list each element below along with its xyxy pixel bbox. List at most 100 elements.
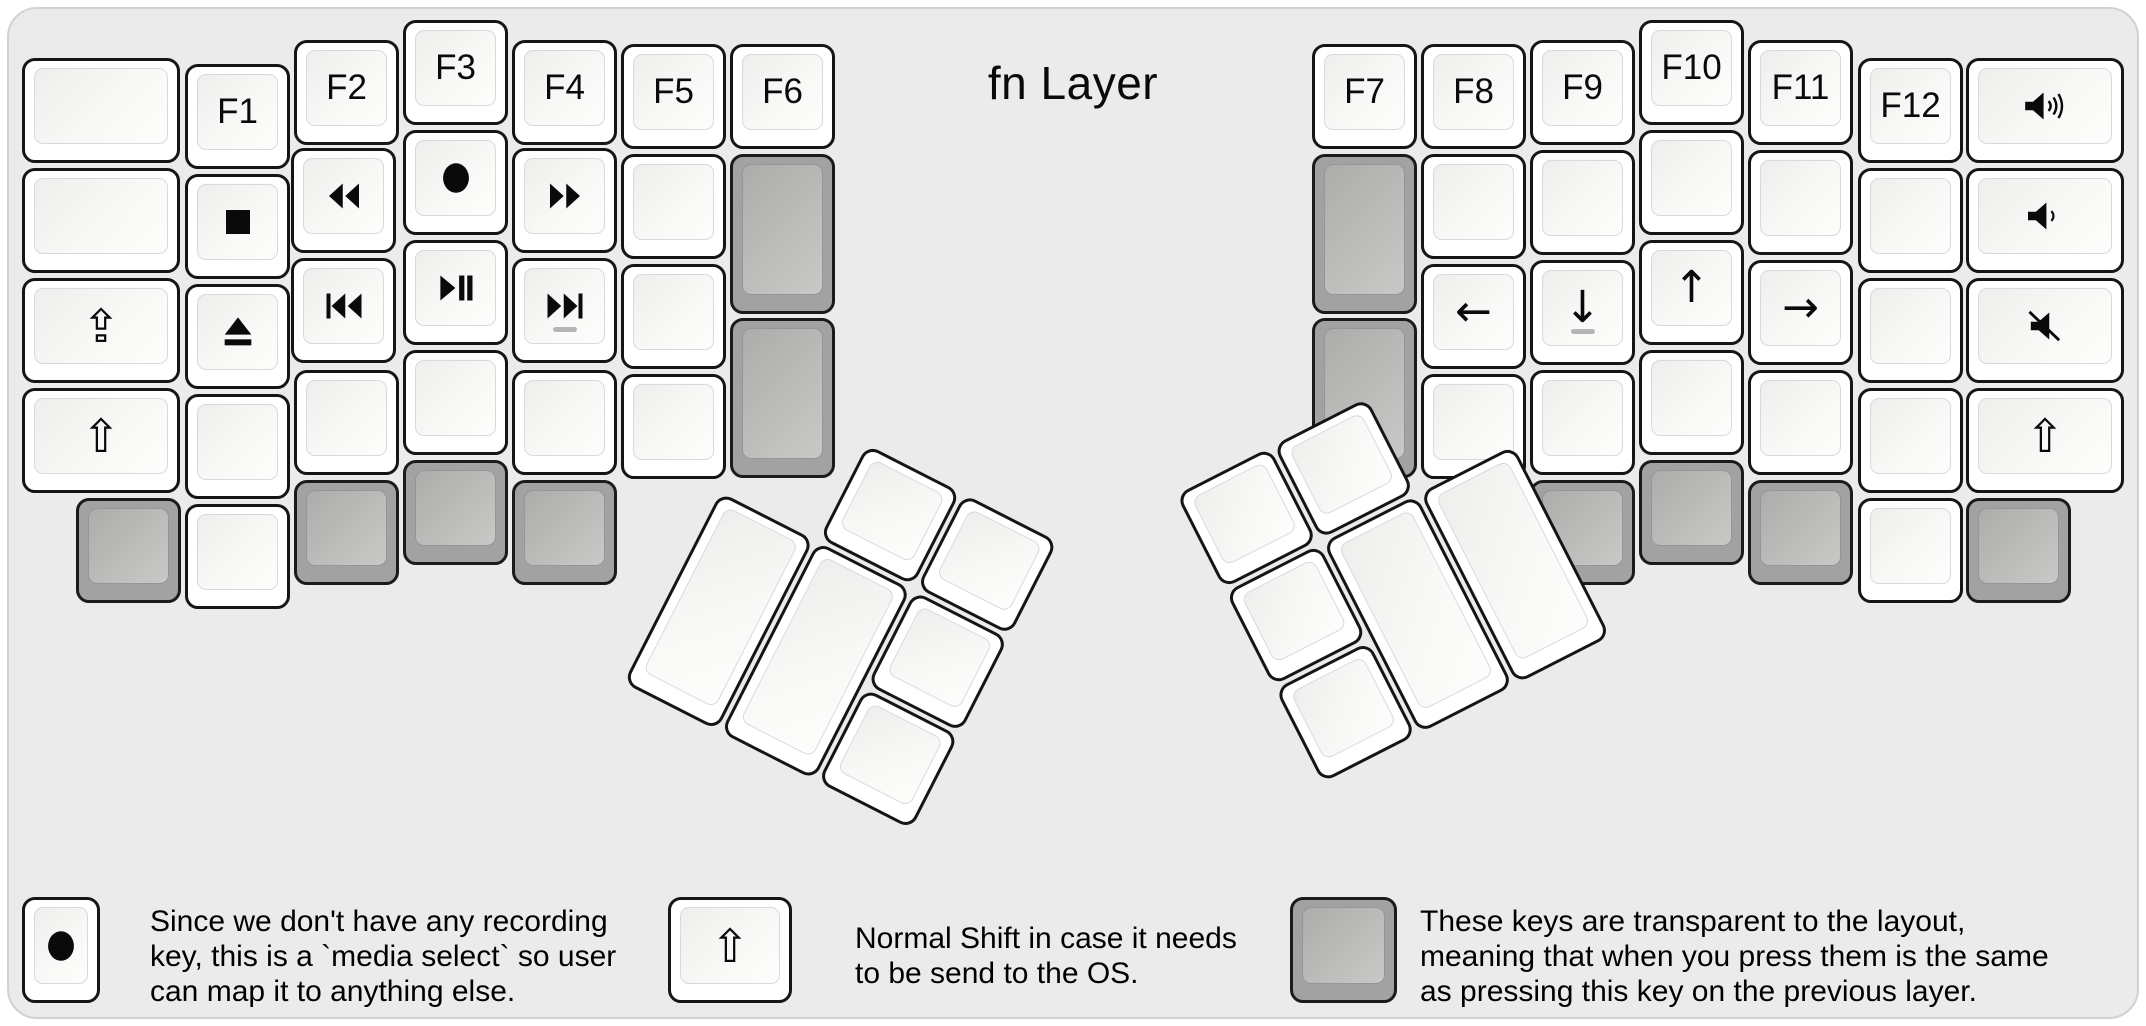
key-blank-l2[interactable] bbox=[22, 168, 180, 273]
keytop bbox=[1978, 178, 2112, 254]
key-blank-r5[interactable] bbox=[1858, 168, 1963, 273]
key-blank-r12[interactable] bbox=[1858, 498, 1963, 603]
key-transparent-l3[interactable] bbox=[76, 498, 181, 603]
keytop: ↓ bbox=[1542, 270, 1623, 346]
key-f11[interactable]: F11 bbox=[1748, 40, 1853, 145]
keytop: F9 bbox=[1542, 50, 1623, 126]
key-f3[interactable]: F3 bbox=[403, 20, 508, 125]
key-f1[interactable]: F1 bbox=[185, 64, 290, 169]
key-blank-l8[interactable] bbox=[512, 370, 617, 475]
key-shift-left[interactable]: ⇧ bbox=[22, 388, 180, 493]
key-eject[interactable] bbox=[185, 284, 290, 389]
key-blank-r10[interactable] bbox=[1748, 370, 1853, 475]
key-blank-l1[interactable] bbox=[22, 58, 180, 163]
key-mute[interactable] bbox=[1966, 278, 2124, 383]
key-blank-r1[interactable] bbox=[1421, 154, 1526, 259]
key-blank-r6[interactable] bbox=[1858, 278, 1963, 383]
key-f12[interactable]: F12 bbox=[1858, 58, 1963, 163]
legend-shift-key-label: ⇧ bbox=[710, 918, 750, 973]
keytop: ↑ bbox=[1651, 250, 1732, 326]
key-blank-r3[interactable] bbox=[1639, 130, 1744, 235]
keytop bbox=[633, 384, 714, 460]
key-f5[interactable]: F5 bbox=[621, 44, 726, 149]
key-transparent-l4[interactable] bbox=[294, 480, 399, 585]
key-next-track[interactable] bbox=[512, 258, 617, 363]
key-blank-r2[interactable] bbox=[1530, 150, 1635, 255]
key-arrow-left[interactable]: ← bbox=[1421, 264, 1526, 369]
keytop bbox=[306, 380, 387, 456]
keytop: → bbox=[1760, 270, 1841, 346]
key-legend-transparent-key bbox=[1290, 897, 1397, 1003]
legend-line: to be send to the OS. bbox=[855, 957, 1139, 990]
key-play-pause[interactable] bbox=[403, 240, 508, 345]
key-shift-right[interactable]: ⇧ bbox=[1966, 388, 2124, 493]
keytop bbox=[1651, 140, 1732, 216]
f10-label: F10 bbox=[1661, 48, 1722, 87]
key-f10[interactable]: F10 bbox=[1639, 20, 1744, 125]
homing-bar bbox=[552, 327, 577, 332]
keytop bbox=[1302, 907, 1385, 984]
key-caps-lock[interactable]: ⇪ bbox=[22, 278, 180, 383]
key-fast-forward[interactable] bbox=[512, 148, 617, 253]
key-transparent-r5[interactable] bbox=[1748, 480, 1853, 585]
key-blank-l9[interactable] bbox=[621, 374, 726, 479]
keytop bbox=[524, 490, 605, 566]
f7-label: F7 bbox=[1344, 72, 1385, 111]
key-blank-l4[interactable] bbox=[621, 264, 726, 369]
key-transparent-l1[interactable] bbox=[730, 154, 835, 314]
key-f2[interactable]: F2 bbox=[294, 40, 399, 145]
key-blank-l3[interactable] bbox=[621, 154, 726, 259]
f11-label: F11 bbox=[1771, 68, 1830, 107]
keytop bbox=[742, 164, 823, 295]
key-transparent-l5[interactable] bbox=[403, 460, 508, 565]
key-blank-r4[interactable] bbox=[1748, 150, 1853, 255]
keytop: F12 bbox=[1870, 68, 1951, 144]
key-arrow-right[interactable]: → bbox=[1748, 260, 1853, 365]
keytop bbox=[1433, 164, 1514, 240]
key-volume-up[interactable] bbox=[1966, 58, 2124, 163]
key-f9[interactable]: F9 bbox=[1530, 40, 1635, 145]
key-rewind[interactable] bbox=[291, 148, 396, 253]
key-transparent-l2[interactable] bbox=[730, 318, 835, 478]
key-blank-l6[interactable] bbox=[294, 370, 399, 475]
key-blank-l10[interactable] bbox=[185, 504, 290, 609]
keytop: F5 bbox=[633, 54, 714, 130]
key-transparent-r1[interactable] bbox=[1312, 154, 1417, 314]
key-f4[interactable]: F4 bbox=[512, 40, 617, 145]
key-transparent-r6[interactable] bbox=[1966, 498, 2071, 603]
mute-icon bbox=[2025, 309, 2065, 343]
key-legend-shift-key: ⇧ bbox=[668, 897, 792, 1003]
legend-line: These keys are transparent to the layout… bbox=[1420, 905, 1966, 938]
keytop bbox=[415, 250, 496, 326]
key-stop[interactable] bbox=[185, 174, 290, 279]
keytop bbox=[1542, 380, 1623, 456]
key-arrow-up[interactable]: ↑ bbox=[1639, 240, 1744, 345]
key-f7[interactable]: F7 bbox=[1312, 44, 1417, 149]
keytop bbox=[633, 274, 714, 350]
key-blank-r11[interactable] bbox=[1858, 388, 1963, 493]
f1-label: F1 bbox=[217, 92, 258, 131]
key-f8[interactable]: F8 bbox=[1421, 44, 1526, 149]
rewind-icon bbox=[326, 181, 362, 211]
key-blank-r8[interactable] bbox=[1530, 370, 1635, 475]
key-blank-l5[interactable] bbox=[185, 394, 290, 499]
keytop: ⇧ bbox=[1978, 398, 2112, 474]
keytop bbox=[415, 360, 496, 436]
keytop bbox=[1870, 508, 1951, 584]
key-volume-down[interactable] bbox=[1966, 168, 2124, 273]
keytop bbox=[1870, 398, 1951, 474]
keytop bbox=[1760, 380, 1841, 456]
key-blank-l7[interactable] bbox=[403, 350, 508, 455]
arrow-right-label: → bbox=[1782, 282, 1819, 333]
key-prev-track[interactable] bbox=[291, 258, 396, 363]
key-transparent-r4[interactable] bbox=[1639, 460, 1744, 565]
key-arrow-down[interactable]: ↓ bbox=[1530, 260, 1635, 365]
keytop bbox=[197, 184, 278, 260]
keytop bbox=[1870, 288, 1951, 364]
key-f6[interactable]: F6 bbox=[730, 44, 835, 149]
keytop bbox=[197, 404, 278, 480]
key-legend-record-key bbox=[22, 897, 100, 1003]
key-transparent-l6[interactable] bbox=[512, 480, 617, 585]
key-record[interactable] bbox=[403, 130, 508, 235]
key-blank-r9[interactable] bbox=[1639, 350, 1744, 455]
